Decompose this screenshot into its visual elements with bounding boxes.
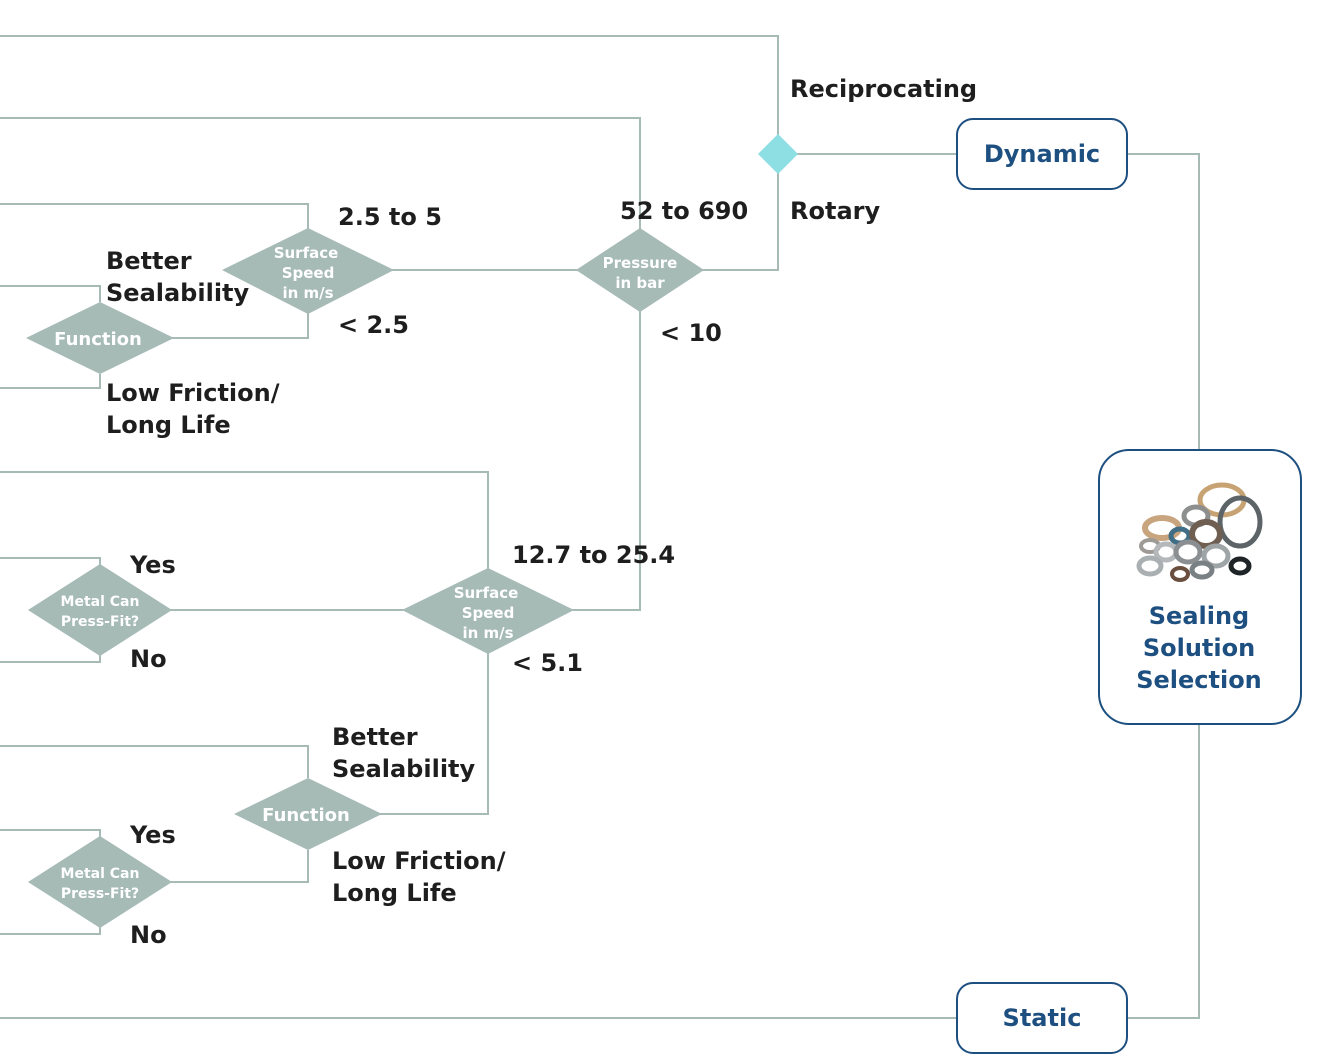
label-rotary: Rotary bbox=[790, 197, 880, 225]
decision-metal-can-lower-line-2: Press-Fit? bbox=[61, 886, 139, 902]
decision-metal-can-upper-line-1: Metal Can bbox=[61, 594, 140, 610]
connector-speed-lower-low bbox=[380, 650, 489, 815]
connector-func-upper-low bbox=[0, 374, 101, 389]
decision-metal-can-upper-shape bbox=[28, 564, 172, 656]
decision-pressure-shape bbox=[576, 228, 704, 312]
decision-metal-can-lower-line-1: Metal Can bbox=[61, 866, 140, 882]
label-reciprocating: Reciprocating bbox=[790, 75, 977, 103]
decision-surface-speed-lower-shape bbox=[402, 568, 574, 654]
static-box[interactable]: Static bbox=[956, 982, 1128, 1054]
label-func-upper-low-2: Long Life bbox=[106, 411, 231, 439]
connector-root-dynamic bbox=[1127, 153, 1200, 450]
connector-speed-upper-low bbox=[172, 312, 309, 339]
decision-surface-speed-lower[interactable]: Surface Speed in m/s bbox=[402, 568, 574, 654]
seal-rings-image bbox=[1136, 482, 1263, 582]
dynamic-box[interactable]: Dynamic bbox=[956, 118, 1128, 190]
connector-metal-lower-yes bbox=[0, 829, 101, 838]
dynamic-box-border bbox=[956, 118, 1128, 190]
label-func-upper-better-1: Better bbox=[106, 247, 192, 275]
connector-pressure-high bbox=[0, 117, 641, 230]
branch-labels: Reciprocating Rotary 52 to 690 < 10 2.5 … bbox=[106, 75, 977, 949]
decision-metal-can-lower[interactable]: Metal Can Press-Fit? bbox=[28, 836, 172, 928]
decision-surface-speed-upper-line-2: Speed bbox=[282, 264, 335, 282]
connector-metal-lower-no bbox=[0, 926, 101, 935]
label-func-upper-low-1: Low Friction/ bbox=[106, 379, 280, 407]
label-metal-lower-yes: Yes bbox=[129, 821, 176, 849]
decision-pressure-line-2: in bar bbox=[615, 274, 665, 292]
decision-metal-can-lower-shape bbox=[28, 836, 172, 928]
decision-surface-speed-upper-shape bbox=[222, 228, 394, 314]
root-box[interactable]: Sealing Solution Selection bbox=[1098, 449, 1302, 725]
decision-surface-speed-lower-line-3: in m/s bbox=[462, 624, 513, 642]
decision-surface-speed-lower-line-2: Speed bbox=[462, 604, 515, 622]
junction-diamond bbox=[758, 134, 798, 174]
decision-function-lower[interactable]: Function bbox=[234, 778, 382, 850]
decision-pressure[interactable]: Pressure in bar bbox=[576, 228, 704, 312]
root-title-line-1: Sealing bbox=[1149, 602, 1249, 630]
decision-function-lower-shape bbox=[234, 778, 382, 850]
label-speed-upper-high: 2.5 to 5 bbox=[338, 203, 442, 231]
root-title-line-3: Selection bbox=[1136, 666, 1262, 694]
label-func-lower-low-2: Long Life bbox=[332, 879, 457, 907]
static-box-label: Static bbox=[1003, 1004, 1082, 1032]
decision-surface-speed-lower-line-1: Surface bbox=[454, 584, 519, 602]
decision-surface-speed-upper[interactable]: Surface Speed in m/s bbox=[222, 228, 394, 314]
connectors bbox=[0, 35, 1200, 1019]
connector-func-upper-better bbox=[0, 285, 101, 302]
label-func-upper-better-2: Sealability bbox=[106, 279, 250, 307]
connector-root-static bbox=[1127, 724, 1200, 1019]
connector-rotary bbox=[702, 172, 779, 271]
decision-function-upper-shape bbox=[26, 302, 174, 374]
label-pressure-high: 52 to 690 bbox=[620, 197, 748, 225]
connector-func-lower-better bbox=[0, 745, 309, 778]
connector-speed-lower-high bbox=[0, 471, 489, 570]
connector-reciprocating bbox=[0, 35, 779, 136]
connector-func-lower-low bbox=[170, 850, 309, 883]
decision-surface-speed-upper-line-1: Surface bbox=[274, 244, 339, 262]
label-metal-lower-no: No bbox=[130, 921, 167, 949]
label-metal-upper-yes: Yes bbox=[129, 551, 176, 579]
decision-function-lower-line-1: Function bbox=[262, 805, 350, 826]
label-speed-upper-low: < 2.5 bbox=[338, 311, 409, 339]
label-func-lower-better-1: Better bbox=[332, 723, 418, 751]
decision-metal-can-upper-line-2: Press-Fit? bbox=[61, 614, 139, 630]
decision-function-upper[interactable]: Function bbox=[26, 302, 174, 374]
label-func-lower-better-2: Sealability bbox=[332, 755, 476, 783]
connector-metal-upper-no bbox=[0, 654, 101, 663]
connector-speed-upper-high bbox=[0, 203, 309, 230]
decision-metal-can-upper[interactable]: Metal Can Press-Fit? bbox=[28, 564, 172, 656]
label-speed-lower-low: < 5.1 bbox=[512, 649, 583, 677]
label-speed-lower-high: 12.7 to 25.4 bbox=[512, 541, 675, 569]
label-metal-upper-no: No bbox=[130, 645, 167, 673]
label-pressure-low: < 10 bbox=[660, 319, 722, 347]
connector-pressure-low bbox=[572, 310, 641, 611]
root-title-line-2: Solution bbox=[1143, 634, 1255, 662]
decision-pressure-line-1: Pressure bbox=[603, 254, 678, 272]
dynamic-box-label: Dynamic bbox=[984, 140, 1100, 168]
decision-function-upper-line-1: Function bbox=[54, 329, 142, 350]
connector-metal-upper-yes bbox=[0, 557, 101, 566]
static-box-border bbox=[956, 982, 1128, 1054]
decision-surface-speed-upper-line-3: in m/s bbox=[282, 284, 333, 302]
label-func-lower-low-1: Low Friction/ bbox=[332, 847, 506, 875]
